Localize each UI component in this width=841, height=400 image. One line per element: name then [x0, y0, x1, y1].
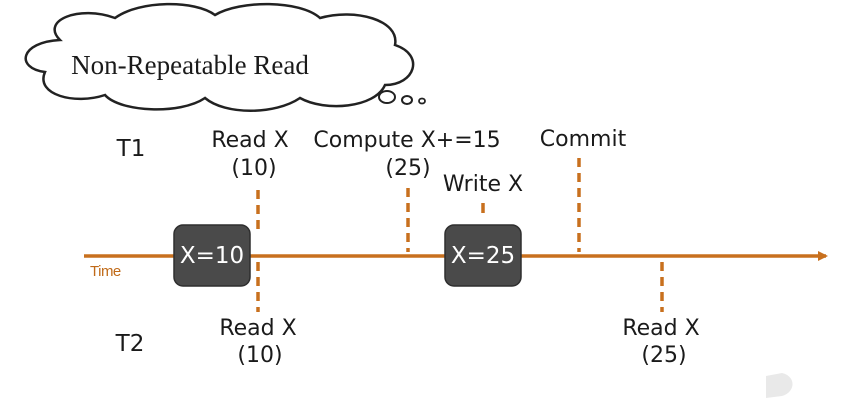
t1-commit-label: Commit: [540, 127, 627, 152]
time-label: Time: [90, 263, 121, 280]
thought-bubble-medium: [401, 95, 413, 105]
t1-compute-line1: Compute X+=15: [313, 128, 500, 153]
t2-read2-line1: Read X: [622, 316, 699, 341]
t1-label: T1: [116, 136, 146, 162]
t2-read1-line1: Read X: [219, 316, 296, 341]
thought-cloud: Non-Repeatable Read: [24, 2, 426, 112]
cloud-title: Non-Repeatable Read: [71, 50, 309, 80]
value-box-x25: X=25: [444, 224, 522, 287]
t1-write-label: Write X: [443, 172, 523, 197]
t2-read1-line2: (10): [237, 343, 282, 368]
thought-bubble-large: [378, 90, 396, 104]
t1-read-line1: Read X: [211, 128, 288, 153]
value-box-x10: X=10: [173, 224, 251, 287]
t2-read2-line2: (25): [641, 343, 686, 368]
corner-logo-icon: [766, 373, 793, 398]
t1-read-line2: (10): [231, 156, 276, 181]
value-box-x10-label: X=10: [180, 243, 244, 269]
t2-label: T2: [115, 331, 145, 357]
value-box-x25-label: X=25: [451, 243, 515, 269]
thought-bubble-small: [418, 97, 426, 105]
t1-compute-line2: (25): [385, 156, 430, 181]
